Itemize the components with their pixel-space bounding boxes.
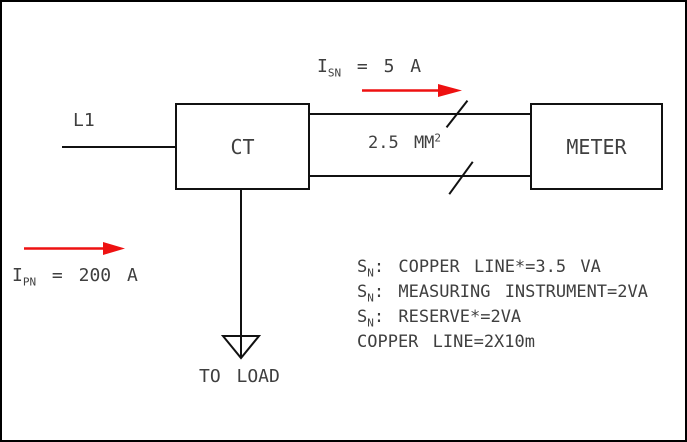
load-arrow-icon xyxy=(221,335,261,360)
primary-current-label: IPN = 200 A xyxy=(12,265,138,289)
secondary-wire-bottom xyxy=(310,175,532,177)
ct-box: CT xyxy=(175,103,310,190)
phase-label: L1 xyxy=(73,110,95,131)
spec-line-copper: SN: COPPER LINE*=3.5 VA xyxy=(357,257,601,280)
spec-line-reserve: SN: RESERVE*=2VA xyxy=(357,307,522,330)
meter-label: METER xyxy=(566,134,627,159)
load-label: TO LOAD xyxy=(199,366,280,387)
spec-block: SN: COPPER LINE*=3.5 VA SN: MEASURING IN… xyxy=(357,255,648,355)
secondary-wire-top xyxy=(310,113,532,115)
secondary-current-arrow-icon xyxy=(362,84,462,97)
meter-box: METER xyxy=(530,103,663,190)
wire-break-mark-bottom xyxy=(448,161,474,195)
primary-wire-in xyxy=(62,146,175,148)
ct-label: CT xyxy=(230,134,255,159)
load-line xyxy=(240,190,242,358)
spec-line-instrument: SN: MEASURING INSTRUMENT=2VA xyxy=(357,282,648,305)
wire-gauge-label: 2.5 MM2 xyxy=(368,131,442,153)
spec-line-length: COPPER LINE=2X10m xyxy=(357,332,535,352)
secondary-current-label: ISN = 5 A xyxy=(317,56,422,80)
primary-current-arrow-icon xyxy=(24,242,125,255)
